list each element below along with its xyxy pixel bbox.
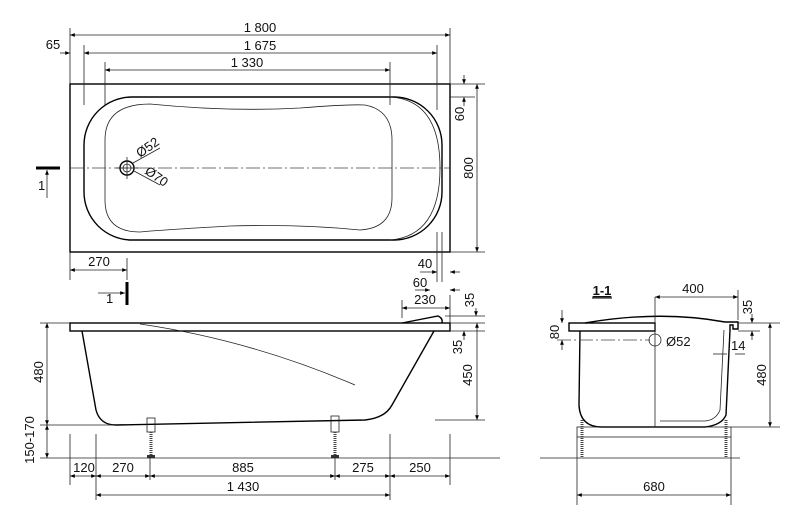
dim-right-40: 40 [418,256,432,271]
section-wall-left [578,330,660,428]
dim-basin-length: 1 330 [231,55,264,70]
dim-wall: 14 [731,338,745,353]
section-rim [568,322,656,332]
rim-inner-edge [83,96,443,241]
stand-frame [576,426,732,438]
overflow-diameter: Ø52 [666,334,691,349]
top-view: Ø52 Ø70 1 800 1 675 1 330 65 800 60 1 27… [36,20,485,306]
dim-rim-top: 60 [452,107,467,121]
dim-rim-thickness: 35 [450,340,465,354]
drain-icon [116,157,138,179]
dim-headrest-height: 35 [462,293,477,307]
section-title: 1-1 [593,283,612,298]
basin-outline [104,103,393,233]
tub-body-side [81,330,435,426]
headrest [401,315,443,324]
dim-height: 480 [31,361,46,383]
section-marker-label-bottom: 1 [106,291,113,306]
dim-leg-span: 1 430 [227,479,260,494]
dim-depth: 450 [460,364,475,386]
dim-inner-length: 1 675 [244,38,277,53]
dim-overflow-drop: 80 [547,325,562,339]
drain-diameter-outer: Ø70 [142,163,171,189]
dim-drain-offset: 270 [88,254,110,269]
drain-diameter-inner: Ø52 [133,134,162,160]
dim-270: 270 [112,460,134,475]
rim-side [69,322,451,332]
leg-right [330,415,340,458]
dim-885: 885 [232,460,254,475]
leg-left [146,417,156,458]
dim-half-width: 400 [682,281,704,296]
dim-section-height: 480 [754,364,769,386]
side-view: 480 150-170 230 35 35 450 120 270 885 27… [22,292,500,500]
section-wall-right [584,315,739,428]
section-view: 1-1 Ø52 14 400 80 35 480 680 [540,281,780,505]
overflow-icon [648,333,662,347]
dim-section-rim-height: 35 [740,300,755,314]
dim-250: 250 [409,460,431,475]
dim-width: 800 [461,157,476,179]
dim-120: 120 [73,460,95,475]
dim-right-60: 60 [413,275,427,290]
dim-left-offset: 65 [46,37,60,52]
dim-275: 275 [352,460,374,475]
dim-headrest: 230 [414,292,436,307]
dim-stand-width: 680 [643,479,665,494]
dim-leg-height: 150-170 [22,416,37,464]
section-marker-label-top: 1 [38,178,45,193]
dim-overall-length: 1 800 [244,20,277,35]
